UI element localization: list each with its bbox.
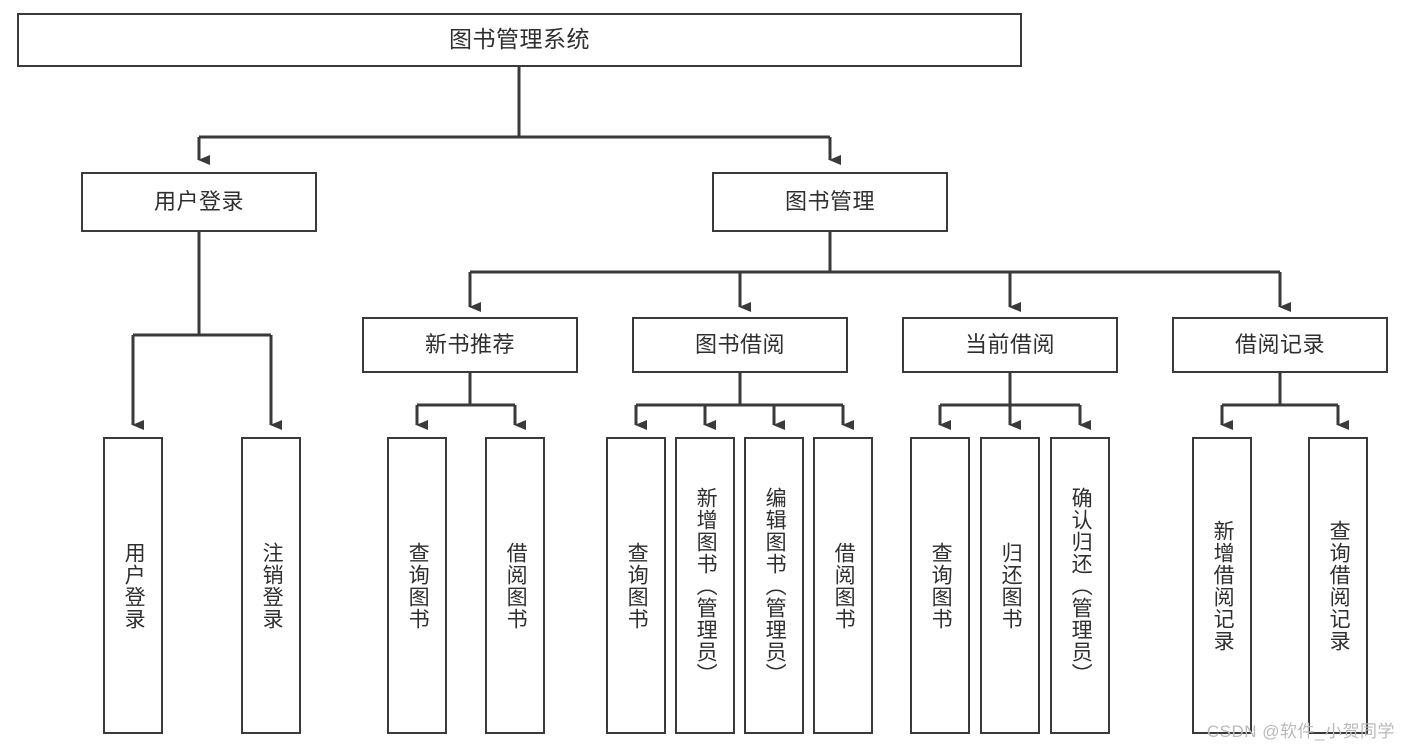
node-book-borrow[interactable]: 图书借阅 [632, 317, 848, 373]
node-label: 借阅图书 [504, 541, 528, 630]
leaf-book-borrow-add-book-admin[interactable]: 新增图书（管理员） [675, 437, 735, 734]
node-label: 新增借阅记录 [1211, 519, 1235, 652]
node-label: 查询图书 [929, 541, 953, 630]
node-label: 编辑图书（管理员） [763, 486, 787, 685]
node-label: 借阅记录 [1234, 332, 1325, 358]
leaf-current-borrow-confirm-return-admin[interactable]: 确认归还（管理员） [1050, 437, 1110, 734]
node-label: 用户登录 [153, 189, 244, 215]
leaf-current-borrow-query-book[interactable]: 查询图书 [910, 437, 970, 734]
node-label: 借阅图书 [832, 541, 856, 630]
csdn-watermark: CSDN @软件_小贺同学 [1206, 722, 1395, 741]
node-label: 查询图书 [625, 541, 649, 630]
node-label: 图书管理 [784, 189, 875, 215]
node-borrow-record[interactable]: 借阅记录 [1172, 317, 1388, 373]
node-book-management[interactable]: 图书管理 [712, 172, 948, 232]
node-label: 新书推荐 [424, 332, 515, 358]
leaf-new-book-query-book[interactable]: 查询图书 [387, 437, 447, 734]
node-label: 查询借阅记录 [1327, 519, 1351, 652]
node-label: 归还图书 [999, 541, 1023, 630]
node-new-book-recommend[interactable]: 新书推荐 [362, 317, 578, 373]
leaf-user-login-login[interactable]: 用户登录 [103, 437, 163, 734]
node-current-borrow[interactable]: 当前借阅 [902, 317, 1118, 373]
leaf-book-borrow-edit-book-admin[interactable]: 编辑图书（管理员） [744, 437, 804, 734]
leaf-new-book-borrow-book[interactable]: 借阅图书 [485, 437, 545, 734]
node-label: 查询图书 [406, 541, 430, 630]
node-root-book-management-system[interactable]: 图书管理系统 [17, 13, 1022, 67]
leaf-user-login-logout[interactable]: 注销登录 [241, 437, 301, 734]
node-label: 确认归还（管理员） [1069, 486, 1093, 685]
node-label: 图书借阅 [694, 332, 785, 358]
node-label: 图书管理系统 [449, 26, 590, 53]
leaf-book-borrow-borrow-book[interactable]: 借阅图书 [813, 437, 873, 734]
node-user-login[interactable]: 用户登录 [81, 172, 317, 232]
leaf-borrow-record-query-record[interactable]: 查询借阅记录 [1308, 437, 1368, 734]
node-label: 新增图书（管理员） [694, 486, 718, 685]
leaf-current-borrow-return-book[interactable]: 归还图书 [980, 437, 1040, 734]
leaf-borrow-record-add-record[interactable]: 新增借阅记录 [1192, 437, 1252, 734]
node-label: 注销登录 [260, 541, 284, 630]
node-label: 当前借阅 [964, 332, 1055, 358]
node-label: 用户登录 [122, 541, 146, 630]
leaf-book-borrow-query-book[interactable]: 查询图书 [606, 437, 666, 734]
